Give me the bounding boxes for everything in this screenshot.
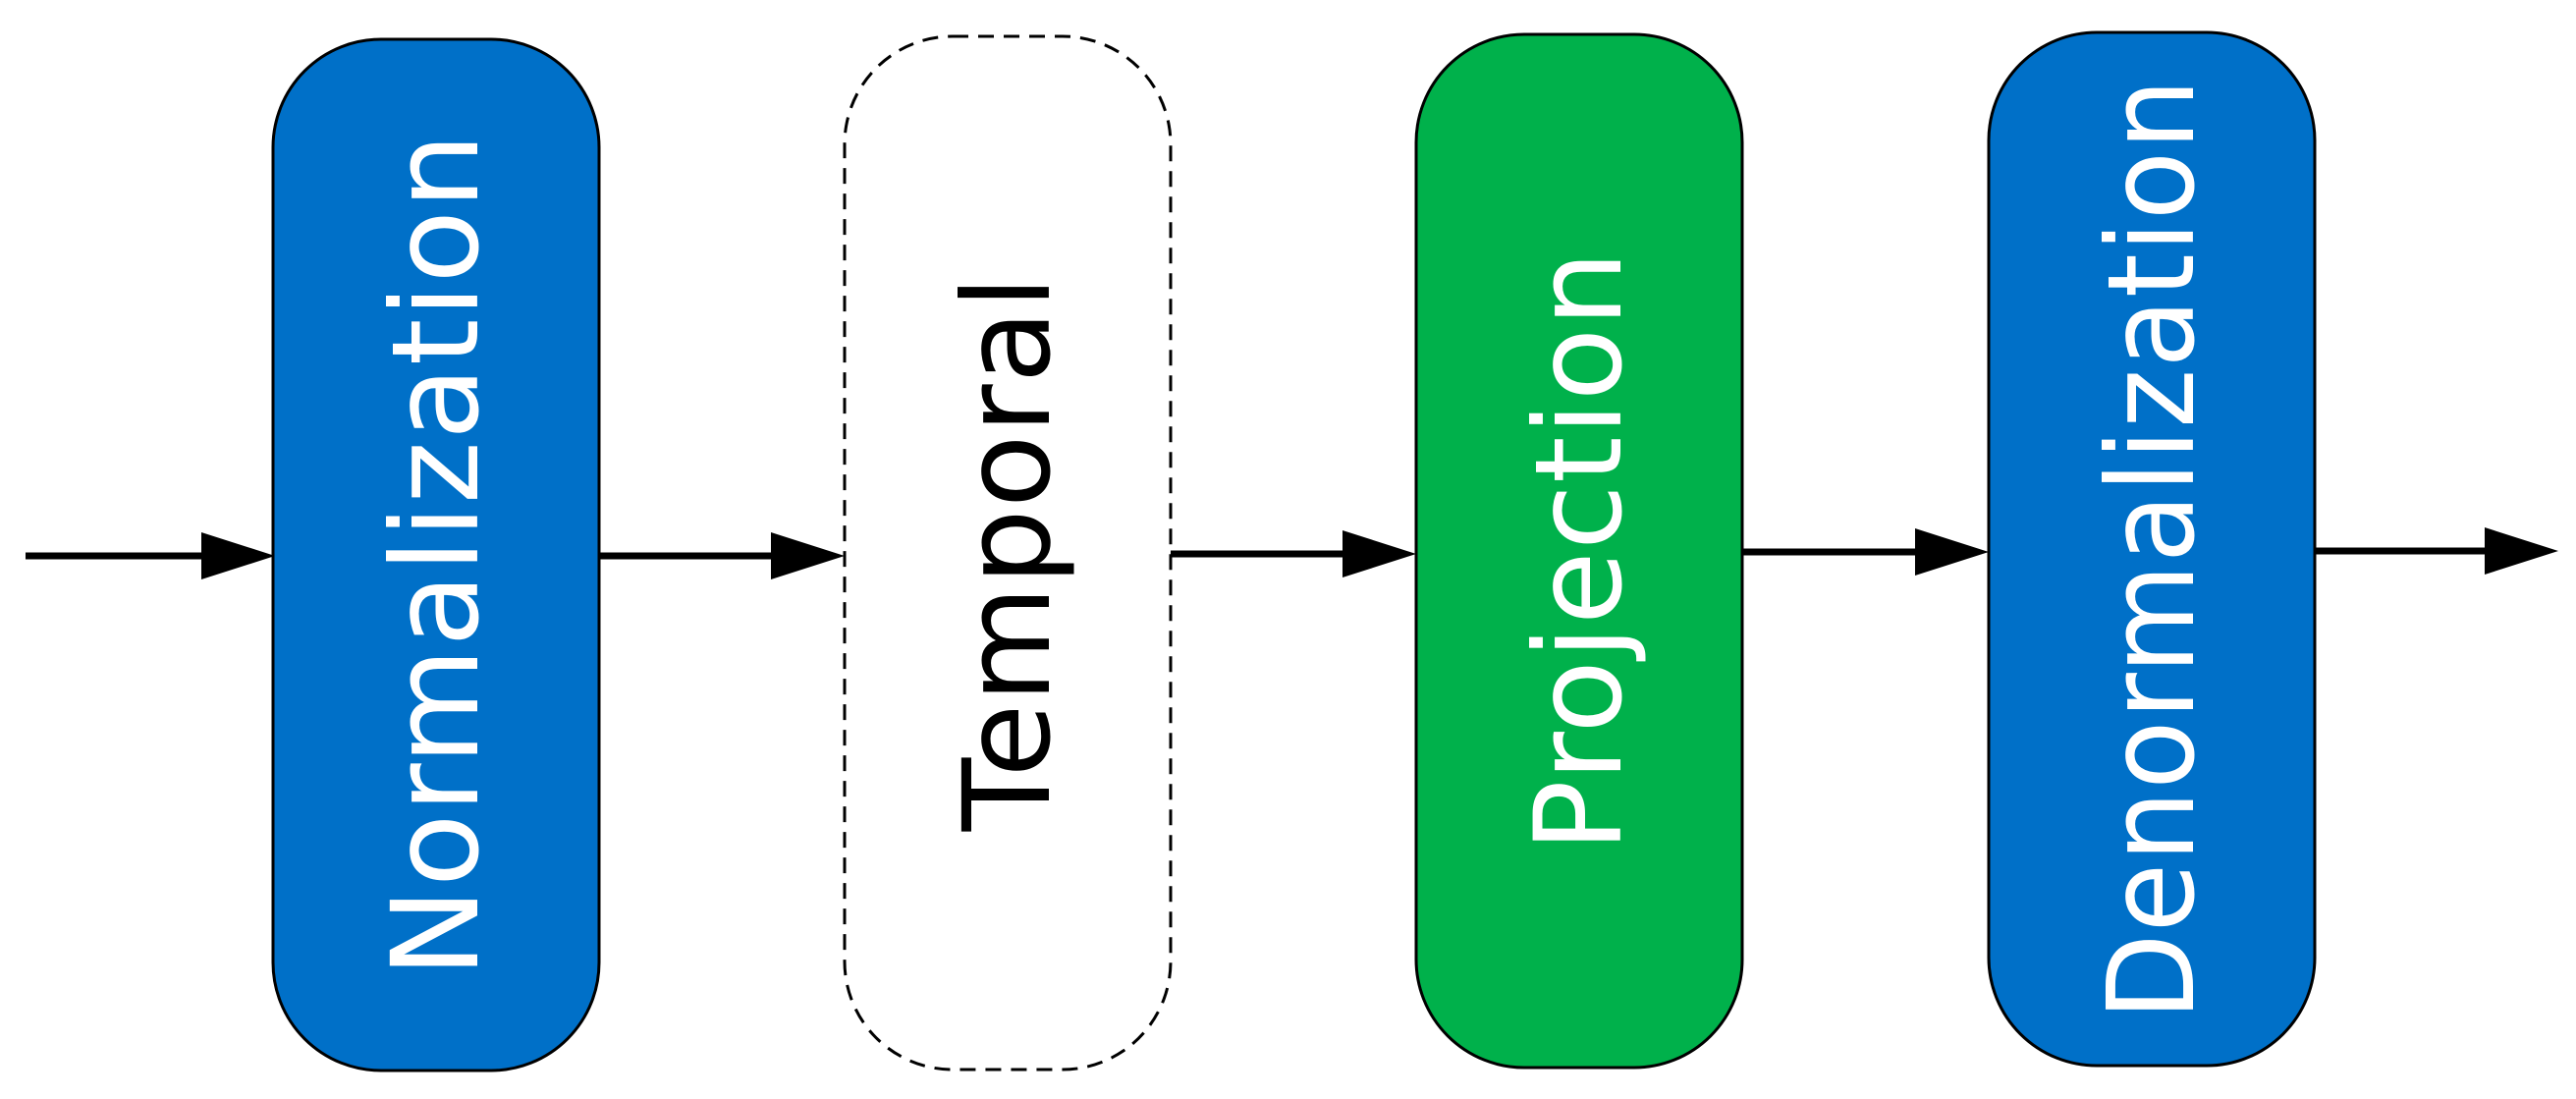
block-normalization: Normalization xyxy=(271,37,601,1072)
block-normalization-shape xyxy=(271,37,601,1072)
arrow-projection-to-denormalization xyxy=(1742,528,1989,576)
block-projection-shape xyxy=(1414,32,1744,1070)
block-normalization-label: Normalization xyxy=(366,133,506,978)
block-temporal-label: Temporal xyxy=(938,275,1077,833)
block-denormalization: Denormalization xyxy=(1987,30,2317,1068)
block-denormalization-label: Denormalization xyxy=(2082,78,2221,1020)
block-temporal: Temporal xyxy=(843,34,1173,1072)
arrow-temporal-to-projection xyxy=(1169,530,1416,577)
arrow-input-to-normalization xyxy=(26,532,275,579)
block-projection-label: Projection xyxy=(1509,249,1649,852)
arrows xyxy=(26,527,2558,579)
arrow-denormalization-to-output xyxy=(2315,527,2558,575)
block-denormalization-shape xyxy=(1987,30,2317,1068)
block-projection: Projection xyxy=(1414,32,1744,1070)
arrow-normalization-to-temporal xyxy=(597,532,845,579)
block-temporal-shape xyxy=(843,34,1173,1072)
